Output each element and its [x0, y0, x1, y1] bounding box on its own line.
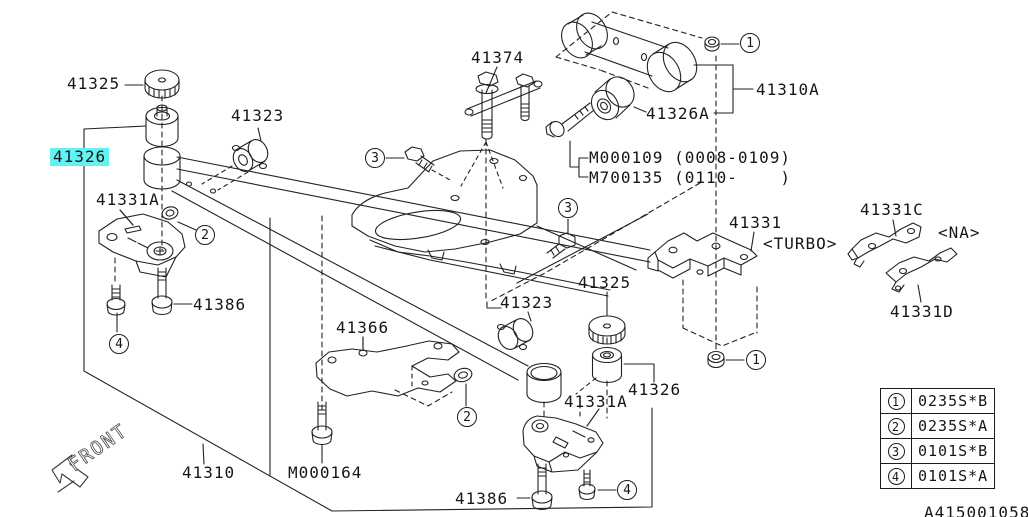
m-bolt-leader	[487, 141, 700, 308]
part-label-41323-mid[interactable]: 41323	[500, 293, 554, 312]
callout-4-mid: 4	[617, 480, 637, 500]
bracket-41366	[316, 337, 459, 406]
bolt-3-right	[547, 219, 575, 258]
part-label-41331a-mid[interactable]: 41331A	[564, 392, 628, 411]
bracket-41331a-mid	[517, 409, 616, 510]
part-label-41331a-left[interactable]: 41331A	[96, 190, 160, 209]
callout-3-left: 3	[365, 148, 385, 168]
center-panel	[352, 150, 636, 296]
part-label-41326a[interactable]: 41326A	[646, 104, 710, 123]
callout-2-left: 2	[195, 225, 215, 245]
front-marker: FRONT	[64, 420, 132, 477]
bolt-3-left	[386, 147, 452, 181]
bolt-set-41374	[461, 67, 542, 300]
callout-3-right: 3	[558, 198, 578, 218]
part-label-m000109[interactable]: M000109 (0008-0109)	[589, 148, 792, 167]
crossmember-rails	[172, 157, 650, 380]
part-label-m000164[interactable]: M000164	[288, 463, 363, 482]
mid-mount-stack	[494, 292, 625, 420]
part-label-41325-top[interactable]: 41325	[67, 74, 121, 93]
front-arrow	[52, 455, 88, 492]
legend-code-4: 0101S*A	[910, 463, 996, 489]
variant-label-na: <NA>	[938, 223, 981, 242]
assembly-boundary	[84, 126, 654, 511]
table-row: 4 0101S*A	[880, 463, 996, 489]
callout-1-top: 1	[740, 33, 760, 53]
bracket-41331a-left	[99, 205, 196, 332]
legend-num-3: 3	[887, 443, 905, 461]
part-label-41325-mid[interactable]: 41325	[578, 273, 632, 292]
part-label-41326-mid[interactable]: 41326	[628, 380, 682, 399]
callout-2-mid: 2	[457, 407, 477, 427]
part-label-41323-top[interactable]: 41323	[231, 106, 285, 125]
part-label-41310[interactable]: 41310	[182, 463, 236, 482]
fastener-legend-table: 1 0235S*B 2 0235S*A 3 0101S*B 4 0101S*A	[880, 388, 996, 489]
part-label-41386-left[interactable]: 41386	[193, 295, 247, 314]
part-label-41326-highlighted[interactable]: 41326	[50, 148, 110, 166]
part-label-m700135[interactable]: M700135 (0110- )	[589, 168, 792, 187]
drawing-number: A415001058	[924, 503, 1028, 517]
table-row: 3 0101S*B	[880, 438, 996, 464]
callout-4-left: 4	[109, 334, 129, 354]
part-label-41331[interactable]: 41331	[729, 213, 783, 232]
callout-1-mid: 1	[746, 350, 766, 370]
clamp-41323-upper	[202, 128, 272, 190]
bracket-41331-turbo	[648, 56, 757, 368]
table-row: 2 0235S*A	[880, 413, 996, 439]
legend-num-2: 2	[887, 418, 905, 436]
legend-code-3: 0101S*B	[910, 438, 996, 464]
mount-41310a	[546, 8, 753, 140]
brackets-41331c-41331d	[848, 220, 957, 302]
nut-2-mid	[453, 366, 474, 406]
part-label-41331d[interactable]: 41331D	[890, 302, 954, 321]
part-label-41386-mid[interactable]: 41386	[455, 489, 509, 508]
variant-label-turbo: <TURBO>	[763, 234, 838, 253]
legend-num-4: 4	[887, 468, 905, 486]
legend-code-2: 0235S*A	[910, 413, 996, 439]
part-label-41366[interactable]: 41366	[336, 318, 390, 337]
left-mount-stack	[144, 70, 180, 250]
label-leaders	[120, 85, 363, 350]
table-row: 1 0235S*B	[880, 388, 996, 414]
part-label-41374[interactable]: 41374	[471, 48, 525, 67]
bolt-m000164	[312, 216, 332, 463]
legend-num-1: 1	[887, 393, 905, 411]
part-label-41331c[interactable]: 41331C	[860, 200, 924, 219]
legend-code-1: 0235S*B	[910, 388, 996, 414]
part-label-41310a[interactable]: 41310A	[756, 80, 820, 99]
